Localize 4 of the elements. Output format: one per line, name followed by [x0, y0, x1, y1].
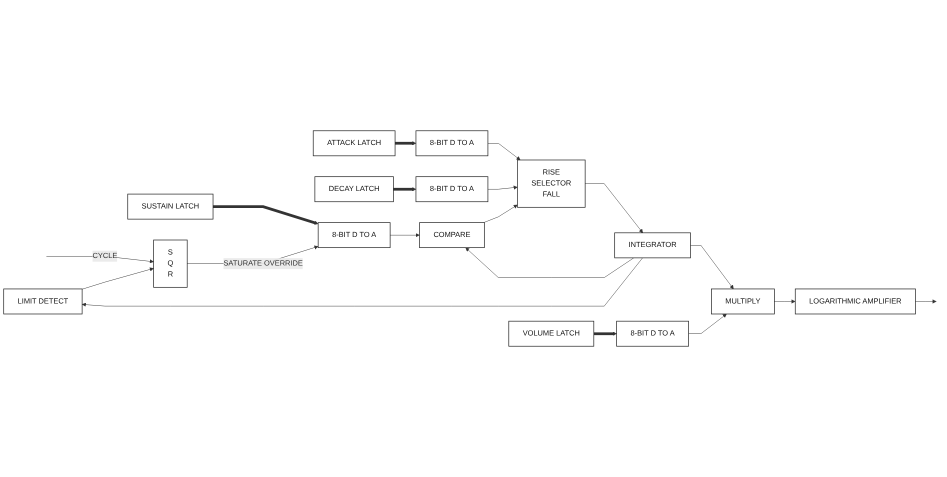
- arrow: [395, 141, 416, 146]
- arrow: [594, 332, 617, 336]
- arrow: [213, 205, 318, 225]
- arrow: [393, 187, 416, 192]
